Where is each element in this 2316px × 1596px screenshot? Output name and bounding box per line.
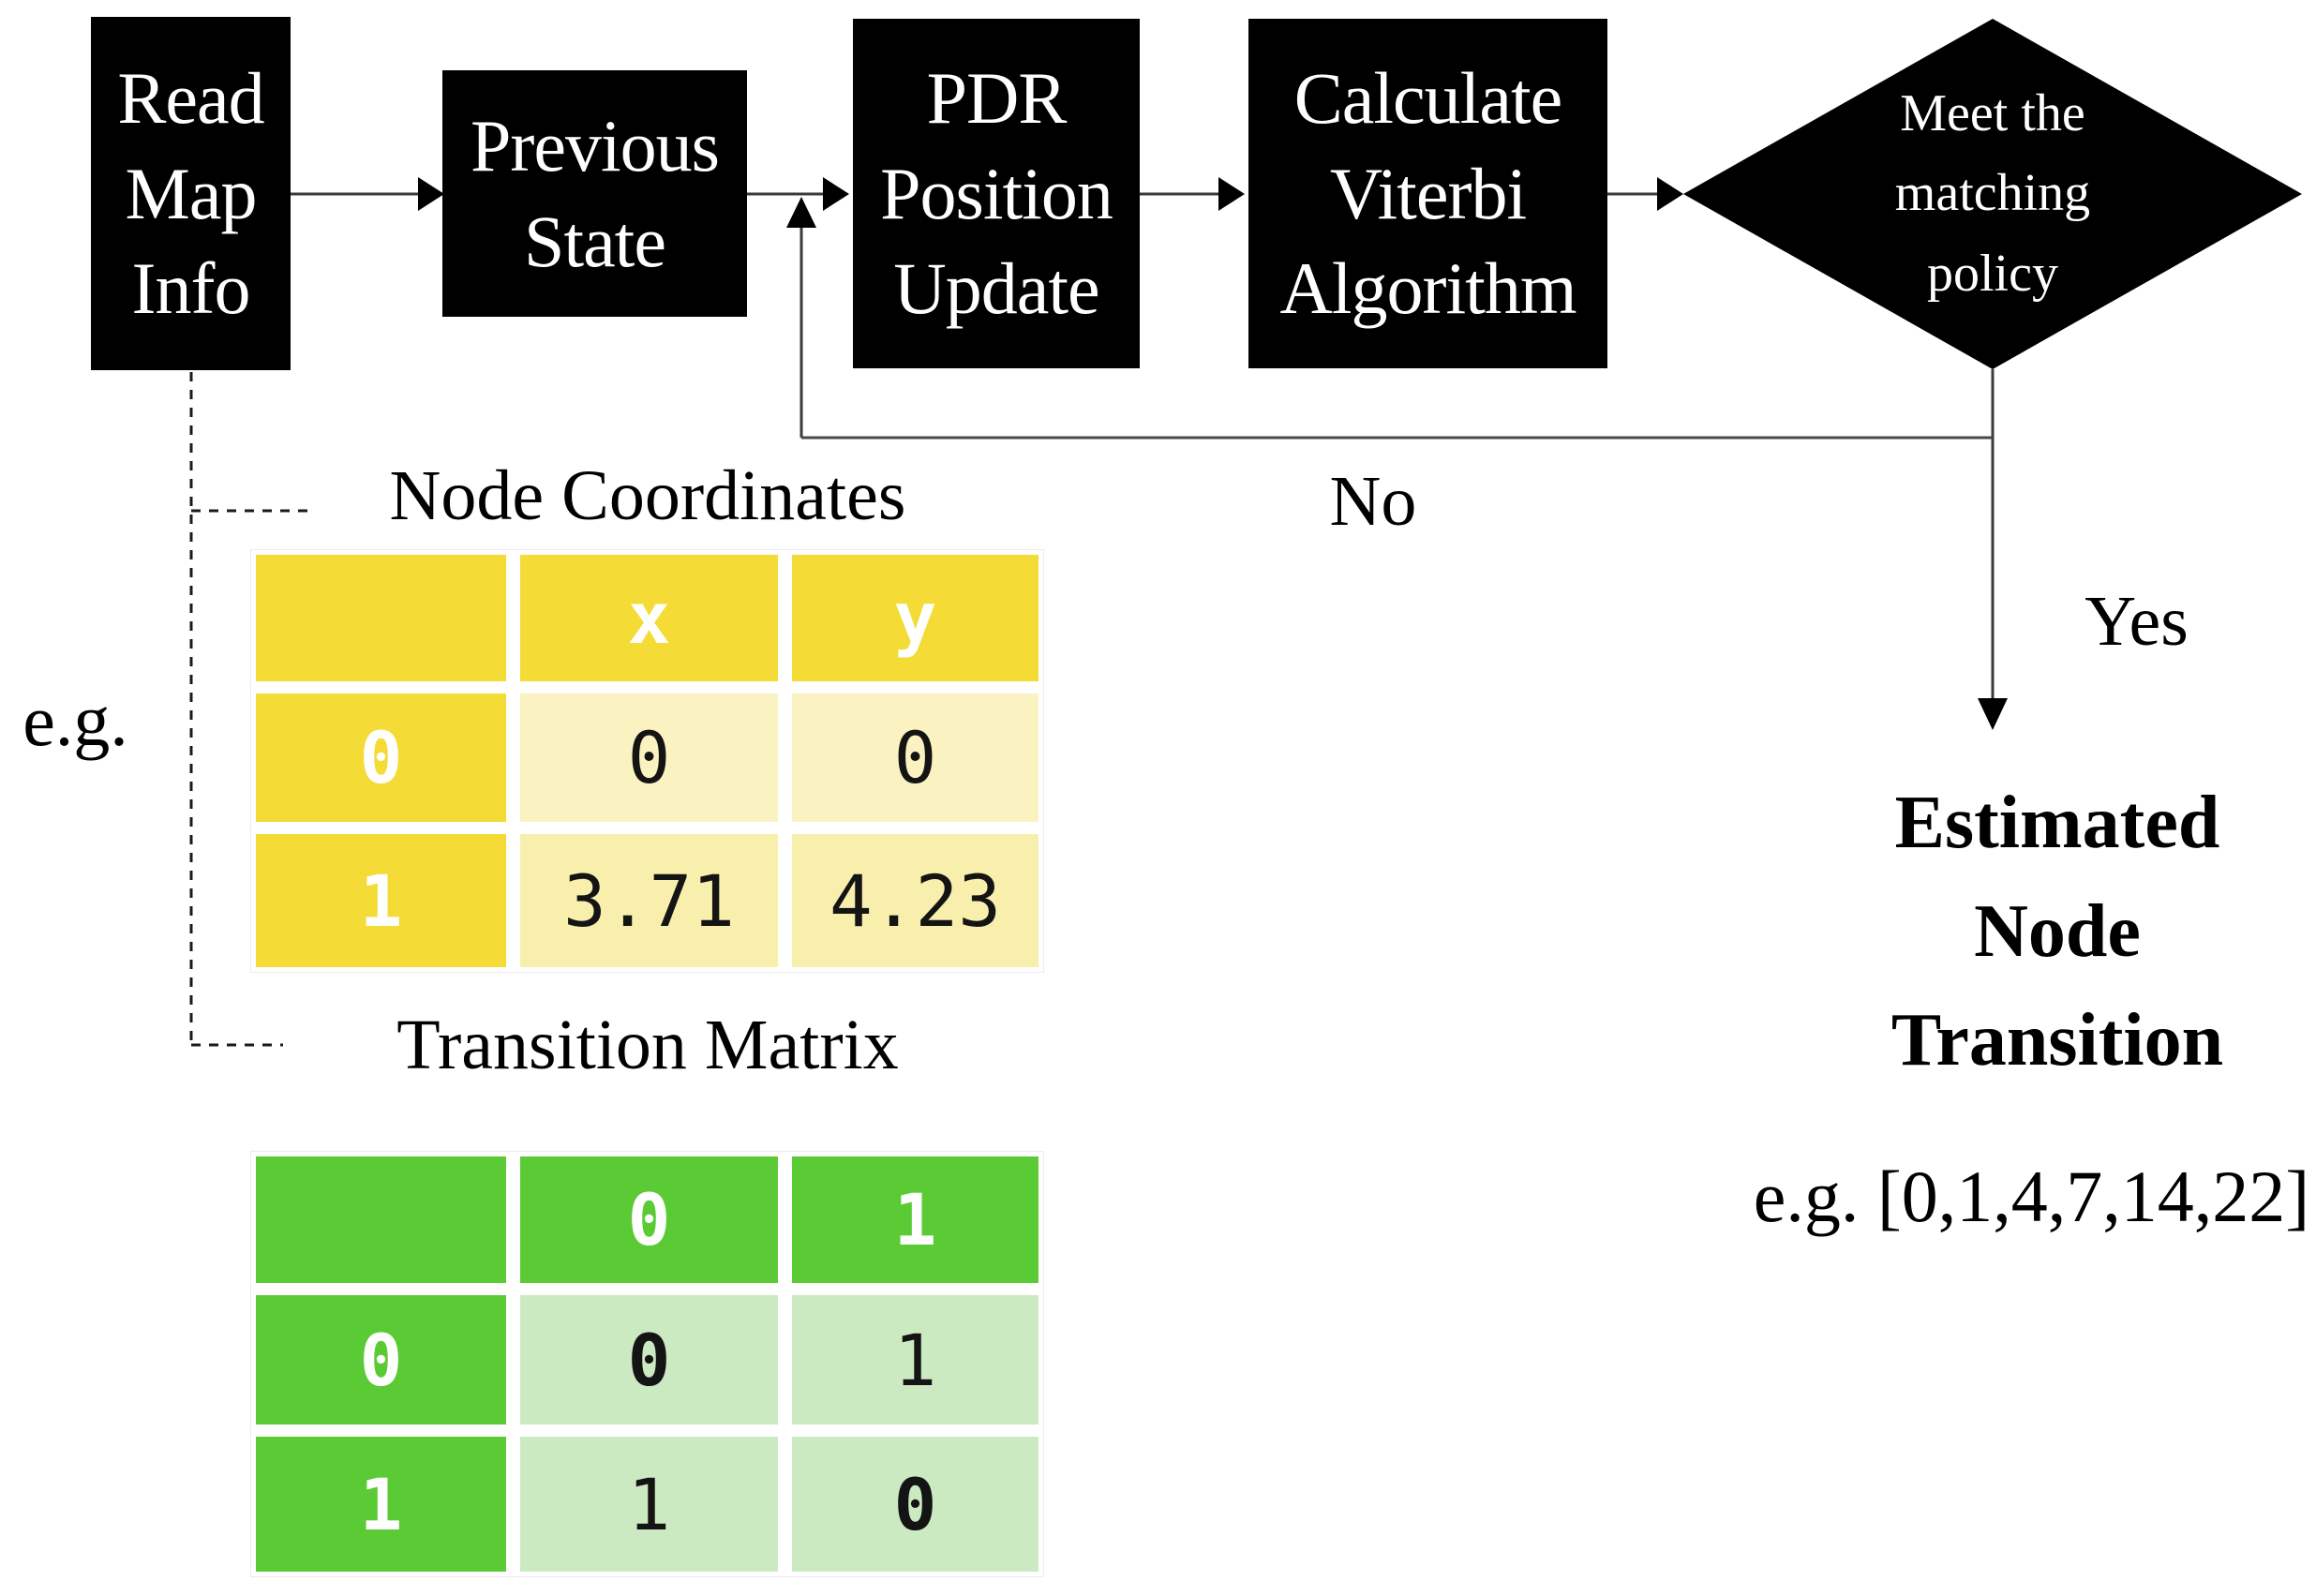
row-label: 0 [256,694,506,822]
table-value: 4.23 [792,834,1038,967]
node-text-line: Map [125,152,258,234]
table-value: 1 [520,1437,778,1572]
decision-diamond-shape [1683,19,2302,369]
estimated-node-transition-label: Estimated Node Transition [1776,768,2316,1095]
node-text-line: Previous [471,105,720,187]
result-text-line: Node [1974,890,2141,973]
table-value: 0 [792,1437,1038,1572]
node-text-line: Position [880,152,1113,234]
table-corner-cell [256,555,506,681]
row-label: 1 [256,834,506,967]
result-text-line: Transition [1890,999,2224,1081]
arrow-calculate-to-decision [1607,177,1683,211]
arrow-read-to-previous [291,177,444,211]
node-text-line: Algorithm [1279,247,1577,330]
node-text-line: State [524,200,666,282]
table-header-1: 1 [792,1156,1038,1283]
example-label: e.g. [22,679,128,761]
table-value: 1 [792,1295,1038,1424]
transition-matrix-title: Transition Matrix [396,1006,899,1084]
arrow-previous-to-pdr [747,177,849,211]
yes-branch-label: Yes [2084,582,2189,661]
dashed-example-connector [189,372,309,1047]
node-text-line: Viterbi [1329,152,1527,234]
table-value: 0 [520,694,778,822]
table-value: 3.71 [520,834,778,967]
node-text-line: Calculate [1293,57,1563,140]
table-value: 0 [792,694,1038,822]
row-label: 0 [256,1295,506,1424]
node-text-line: Read [117,57,264,140]
table-corner-cell [256,1156,506,1283]
node-coordinates-title: Node Coordinates [389,456,906,535]
decision-text-line: matching [1894,164,2091,223]
result-example-sequence: e.g. [0,1,4,7,14,22] [1753,1156,2310,1237]
no-branch-label: No [1329,462,1417,541]
arrow-no-feedback-loop [786,197,1993,440]
table-header-x: x [520,555,778,681]
decision-meet-matching-policy: Meet the matching policy [1683,17,2302,371]
table-header-0: 0 [520,1156,778,1283]
arrow-pdr-to-calculate [1140,177,1245,211]
result-text-line: Estimated [1894,782,2220,864]
node-coordinates-table: x y 0 0 0 1 3.71 4.23 [250,549,1044,973]
node-text-line: Info [131,247,251,330]
row-label: 1 [256,1437,506,1572]
node-previous-state: Previous State [442,70,747,317]
decision-text-line: Meet the [1900,84,2085,143]
decision-text-line: policy [1927,244,2058,303]
node-text-line: PDR [926,57,1068,140]
node-read-map-info: Read Map Info [91,17,291,370]
node-pdr-position-update: PDR Position Update [853,19,1140,368]
arrow-yes-branch [1978,369,2008,730]
node-calculate-viterbi: Calculate Viterbi Algorithm [1248,19,1607,368]
table-header-y: y [792,555,1038,681]
node-text-line: Update [893,247,1099,330]
table-value: 0 [520,1295,778,1424]
transition-matrix-table: 0 1 0 0 1 1 1 0 [250,1151,1044,1577]
